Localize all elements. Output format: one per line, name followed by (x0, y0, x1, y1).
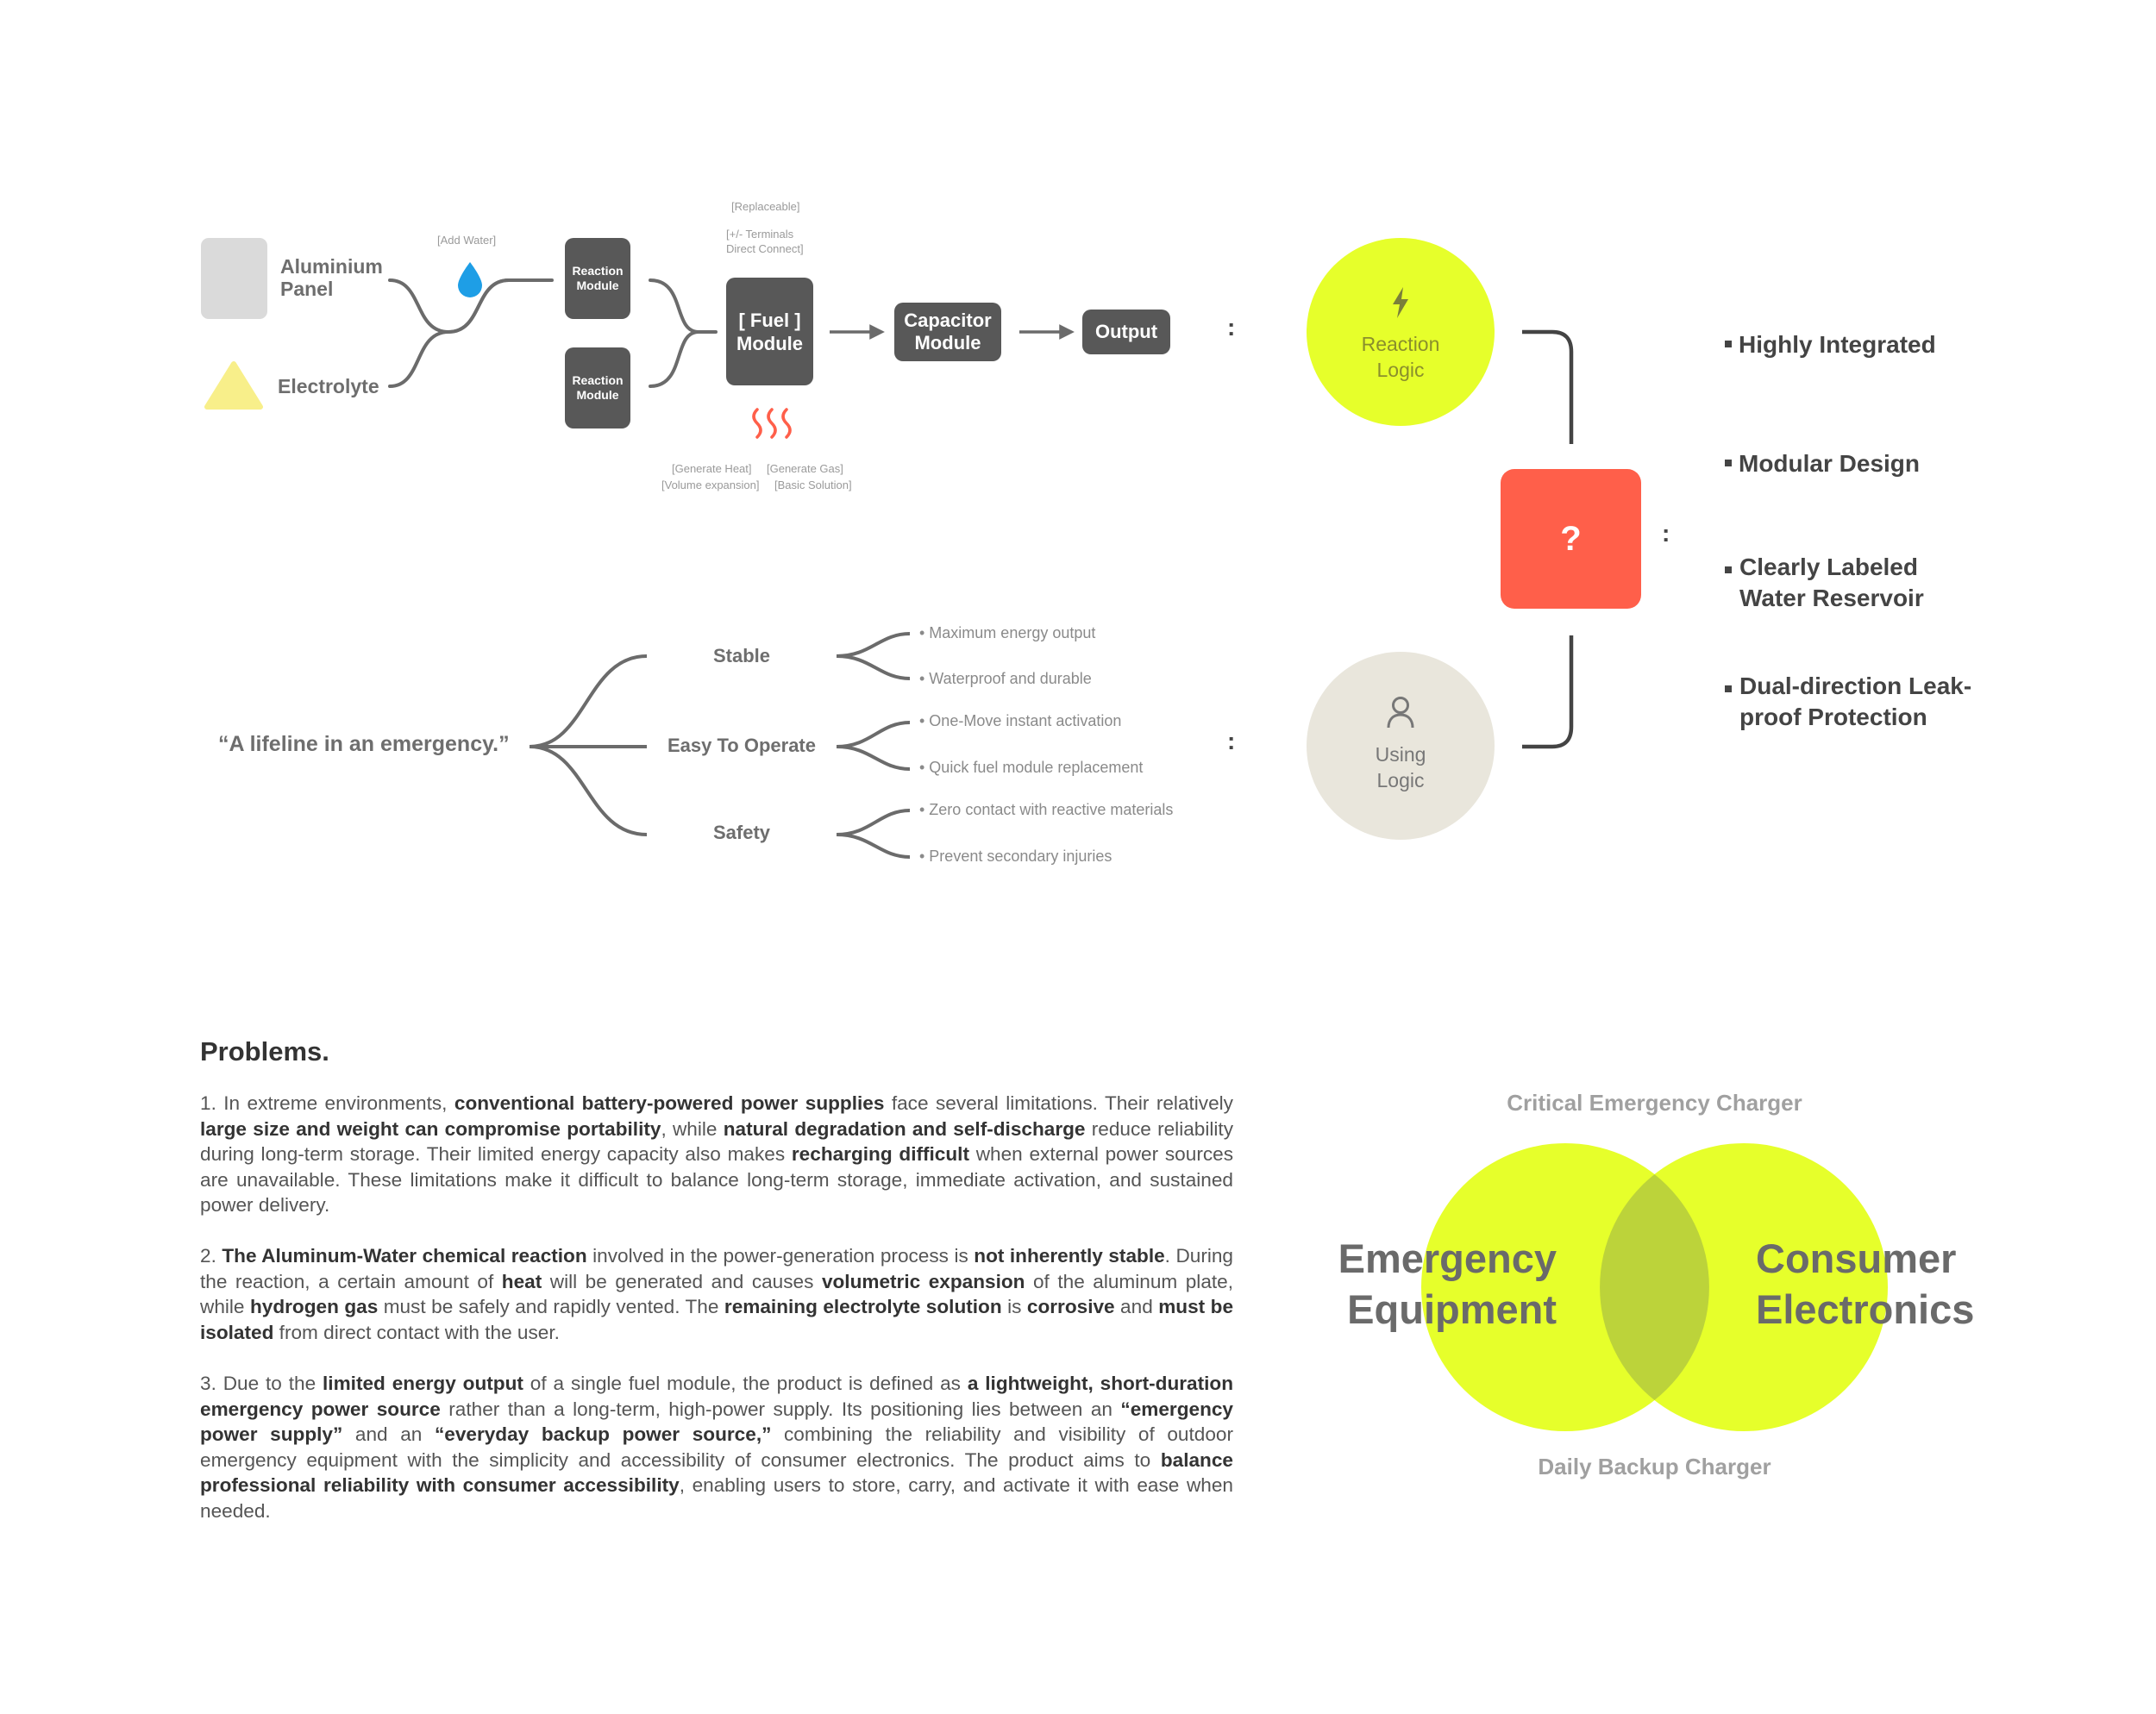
capacitor-module: Capacitor Module (894, 303, 1001, 361)
branch-safety: Safety (712, 822, 771, 843)
text-run: and an (342, 1423, 435, 1445)
detail-item: • Quick fuel module replacement (919, 759, 1144, 776)
problem-paragraph-2: 2. The Aluminum-Water chemical reaction … (200, 1243, 1233, 1345)
feature-item: Clearly Labeled Water Reservoir (1725, 552, 1924, 614)
electrolyte-triangle-icon (204, 361, 263, 410)
bold-run: corrosive (1026, 1296, 1115, 1317)
bold-run: volumetric expansion (821, 1270, 1025, 1292)
venn-left-label: Emergency Equipment (1338, 1235, 1557, 1332)
venn-intersection (1600, 1174, 1709, 1400)
venn-bottom-label: Daily Backup Charger (1538, 1454, 1771, 1479)
colon-3: : (1662, 520, 1670, 547)
feature-item: Highly Integrated (1725, 329, 1936, 360)
text-run: of a single fuel module, the product is … (523, 1373, 968, 1394)
text-run: of the aluminum plate, while (200, 1270, 1234, 1318)
bullet-icon (1725, 685, 1732, 692)
text-run: must be safely and rapidly vented. The (378, 1296, 724, 1317)
text-run: when external power sources are unavaila… (200, 1143, 1234, 1216)
bold-run: not inherently stable (974, 1245, 1165, 1267)
detail-item: • Zero contact with reactive materials (919, 801, 1174, 818)
text-run: , while (661, 1117, 724, 1140)
bold-run: must be isolated (200, 1296, 1234, 1343)
bullet-icon (1725, 459, 1732, 466)
heat-icon (752, 408, 792, 439)
detail-item: • Maximum energy output (919, 624, 1096, 641)
text-run: 1. In extreme environments, (200, 1092, 454, 1114)
text-run: combining the reliability and visibility… (200, 1423, 1233, 1471)
aluminium-panel-icon (201, 238, 267, 319)
basic-solution-label: [Basic Solution] (774, 479, 852, 491)
bold-run: recharging difficult (791, 1143, 969, 1165)
fuel-module: [ Fuel ] Module (726, 278, 813, 385)
bold-run: large size and weight can compromise por… (200, 1117, 661, 1140)
bold-run: heat (501, 1270, 542, 1292)
branch-easy-to-operate: Easy To Operate (667, 735, 816, 756)
text-run: , enabling users to store, carry, and ac… (200, 1474, 1233, 1522)
bold-run: balance professional reliability with co… (200, 1448, 1233, 1497)
detail-item: • One-Move instant activation (919, 712, 1122, 729)
venn-top-label: Critical Emergency Charger (1507, 1090, 1802, 1116)
water-drop-icon (458, 262, 482, 297)
generate-gas-label: [Generate Gas] (767, 462, 843, 475)
reaction-module-2: Reaction Module (565, 347, 630, 428)
volume-expansion-label: [Volume expansion] (661, 479, 760, 491)
bullet-icon (1725, 340, 1732, 347)
detail-item: • Prevent secondary injuries (919, 848, 1112, 865)
terminals-label: [+/- Terminals Direct Connect] (726, 228, 804, 255)
bold-run: conventional battery-powered power suppl… (454, 1092, 885, 1114)
problem-paragraph-3: 3. Due to the limited energy output of a… (200, 1371, 1233, 1523)
text-run: and (1114, 1296, 1159, 1317)
text-run: is (1001, 1296, 1027, 1317)
bold-run: a lightweight, short-duration emergency … (200, 1373, 1234, 1420)
user-icon (1387, 697, 1414, 729)
text-run: . During the reaction, a certain amount … (200, 1245, 1233, 1292)
text-run: 2. (200, 1245, 222, 1267)
bold-run: hydrogen gas (249, 1296, 379, 1317)
bullet-icon (1725, 566, 1732, 573)
colon-2: : (1227, 728, 1236, 754)
feature-item: Dual-direction Leak- proof Protection (1725, 671, 1971, 733)
text-run: from direct contact with the user. (273, 1321, 560, 1343)
problem-paragraph-1: 1. In extreme environments, conventional… (200, 1091, 1233, 1218)
colon-1: : (1227, 314, 1236, 341)
reaction-logic-label: Reaction Logic (1361, 333, 1440, 381)
bold-run: “everyday backup power source,” (434, 1423, 772, 1445)
bold-run: remaining electrolyte solution (724, 1296, 1002, 1317)
bold-run: limited energy output (323, 1373, 523, 1394)
detail-item: • Waterproof and durable (919, 670, 1092, 687)
text-run: face several limitations. Their relative… (884, 1092, 1233, 1114)
text-run: 3. Due to the (200, 1373, 323, 1394)
text-run: will be generated and causes (542, 1270, 822, 1292)
generate-heat-label: [Generate Heat] (672, 462, 752, 475)
venn-diagram (1421, 1143, 1888, 1431)
feature-item: Modular Design (1725, 448, 1920, 479)
question-box: ? (1501, 469, 1641, 609)
venn-right-label: Consumer Electronics (1756, 1235, 1975, 1332)
bold-run: natural degradation and self-discharge (723, 1117, 1086, 1140)
text-run: reduce reliability during long-term stor… (200, 1117, 1233, 1166)
reaction-module-1: Reaction Module (565, 238, 630, 319)
bold-run: “emergency power supply” (200, 1398, 1233, 1446)
using-logic-circle: Using Logic (1307, 652, 1495, 840)
text-run: involved in the power-generation process… (586, 1245, 975, 1267)
output-box: Output (1082, 310, 1170, 354)
electrolyte-label: Electrolyte (278, 375, 379, 397)
bold-run: The Aluminum-Water chemical reaction (222, 1245, 587, 1267)
problems-title: Problems. (200, 1036, 329, 1067)
using-logic-label: Using Logic (1375, 743, 1426, 791)
question-mark: ? (1560, 519, 1582, 558)
lightning-icon (1393, 287, 1408, 318)
branch-stable: Stable (712, 645, 771, 666)
text-run: rather than a long-term, high-power supp… (440, 1398, 1121, 1420)
aluminium-label: Aluminium Panel (280, 255, 383, 300)
tree-quote: “A lifeline in an emergency.” (218, 732, 510, 756)
add-water-label: [Add Water] (437, 234, 497, 247)
reaction-logic-circle: Reaction Logic (1307, 238, 1495, 426)
replaceable-label: [Replaceable] (731, 200, 800, 213)
